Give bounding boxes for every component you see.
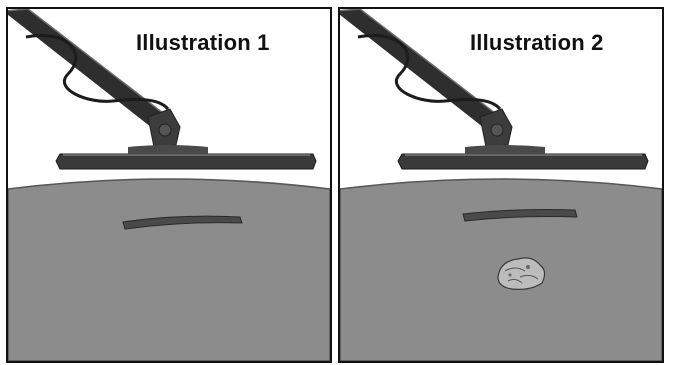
surface-object-icon bbox=[462, 209, 578, 222]
panel-title: Illustration 1 bbox=[136, 30, 270, 55]
ground-area bbox=[8, 178, 330, 361]
metal-detector-icon bbox=[8, 9, 317, 170]
scene-1 bbox=[8, 9, 330, 361]
metal-detector-icon bbox=[340, 9, 649, 170]
surface-object-icon bbox=[122, 215, 243, 230]
scene-2 bbox=[340, 9, 662, 361]
buried-object-icon bbox=[497, 257, 546, 290]
panel-title: Illustration 2 bbox=[470, 30, 604, 55]
illustration-panel-2: Illustration 2 bbox=[338, 7, 664, 363]
illustration-panel-1: Illustration 1 bbox=[6, 7, 332, 363]
